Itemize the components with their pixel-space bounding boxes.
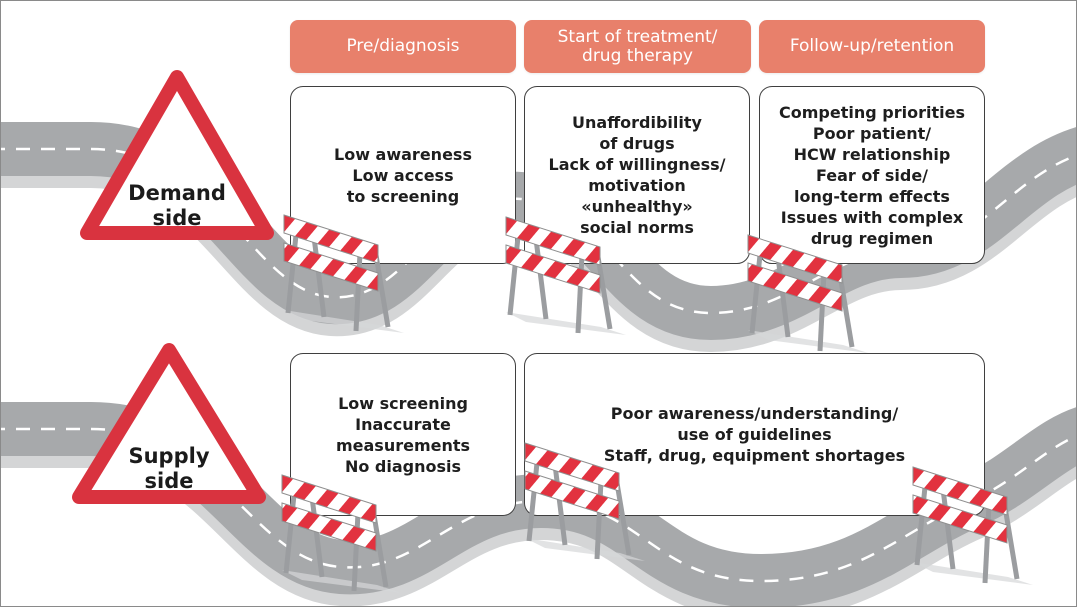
header-start-of-treatment: Start of treatment/ drug therapy — [524, 20, 751, 73]
box-line: to screening — [346, 186, 460, 206]
box-line: measurements — [335, 435, 471, 455]
header-follow-up: Follow-up/retention — [759, 20, 985, 73]
box-line: «unhealthy» — [581, 197, 693, 216]
demand-treatment-box: Unaffordibility of drugs Lack of willing… — [524, 86, 750, 264]
supply-side-label: Supply side — [128, 444, 210, 493]
box-line: Issues with complex — [780, 207, 964, 227]
supply-treatment-followup-box: Poor awareness/understanding/ use of gui… — [524, 353, 985, 516]
box-line: Inaccurate — [355, 414, 451, 434]
box-line: Staff, drug, equipment shortages — [603, 446, 906, 465]
box-line: HCW relationship — [793, 144, 951, 164]
box-line: No diagnosis — [344, 456, 462, 476]
box-line: Low access — [352, 165, 454, 185]
box-line: Unaffordibility — [572, 113, 702, 132]
box-line: of drugs — [599, 134, 675, 153]
demand-side-label: Demand side — [128, 181, 226, 230]
box-line: Poor patient/ — [812, 123, 932, 143]
box-line: Low awareness — [334, 144, 472, 164]
demand-sign-triangle — [80, 70, 274, 240]
box-line: Fear of side/ — [815, 165, 929, 185]
demand-follow-up-box: Competing priorities Poor patient/ HCW r… — [759, 86, 985, 264]
supply-sign-triangle — [72, 343, 266, 504]
box-line: use of guidelines — [677, 425, 832, 444]
box-line: long-term effects — [794, 186, 950, 206]
box-line: social norms — [580, 218, 694, 237]
box-line: Low screening — [338, 393, 468, 413]
supply-pre-diagnosis-box: Low screening Inaccurate measurements No… — [290, 353, 516, 516]
header-pre-diagnosis: Pre/diagnosis — [290, 20, 516, 73]
box-line: drug regimen — [810, 228, 934, 248]
demand-pre-diagnosis-box: Low awareness Low access to screening — [290, 86, 516, 264]
box-line: motivation — [588, 176, 686, 195]
box-line: Poor awareness/understanding/ — [610, 404, 899, 423]
box-line: Competing priorities — [779, 102, 965, 122]
box-line: Lack of willingness/ — [548, 155, 726, 174]
